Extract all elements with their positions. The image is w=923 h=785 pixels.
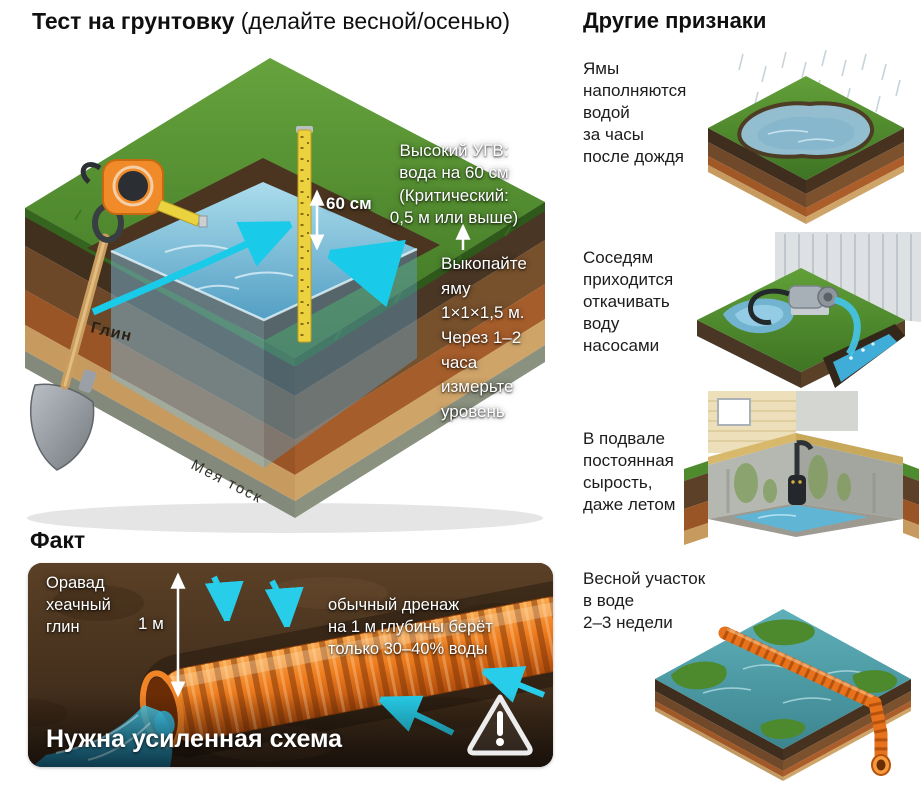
basement-floor [708, 503, 903, 537]
sign-caption-pumping: Соседям приходится откачивать воду насос… [583, 248, 674, 356]
fact-heading: Факт [30, 527, 86, 553]
page-title-normal: (делайте весной/осенью) [240, 8, 511, 34]
pond-ripples [767, 129, 835, 143]
soil-test-illustration: Глин Мея тоск [25, 58, 545, 533]
trench [823, 324, 905, 388]
page-title-bold: Тест на грунтовку [32, 8, 235, 34]
sign-caption-basement: В подвале постоянная сырость, даже летом [583, 429, 676, 515]
soil-pier-right [903, 463, 919, 539]
dig-instruction-note: Выкопайте яму 1×1×1,5 м. Через 1–2 часа … [441, 254, 527, 421]
fact-footer-gradient [28, 693, 553, 767]
fact-card: Оравад хеачный глин 1 м обычный дренаж н… [28, 563, 553, 767]
pumping-water-illustration [697, 232, 921, 388]
ruler [296, 126, 313, 343]
mold-patches [734, 455, 851, 503]
high-gwl-note: Высокий УГВ: вода на 60 см (Критический:… [389, 141, 519, 228]
damp-basement-illustration [684, 391, 919, 545]
page-title: Тест на грунтовку (делайте весной/осенью… [32, 8, 510, 35]
window [717, 398, 751, 426]
flood-water-surface [655, 609, 911, 749]
sign-caption-rain-pit: Ямы наполняются водой за часы после дожд… [583, 59, 687, 167]
tape-measure [80, 159, 208, 228]
fact-conclusion: Нужна усиленная схема [46, 725, 343, 753]
flooded-plot-illustration [655, 609, 911, 781]
basement-walls [708, 433, 903, 519]
surface-drain-pipe [718, 626, 891, 776]
rain-filled-pit-illustration [708, 50, 904, 224]
grass-patches [671, 619, 898, 739]
floor-water [733, 505, 868, 532]
sump-pump [788, 440, 814, 505]
depth-1m-label: 1 м [138, 614, 164, 633]
depth-60-label: 60 см [326, 194, 372, 213]
sign-caption-flooded: Весной участок в воде 2–3 недели [583, 569, 706, 633]
water-level-arrow-long [91, 220, 291, 316]
cube-shadow [27, 503, 543, 533]
warning-triangle-icon [467, 694, 533, 756]
fact-left-note: Оравад хеачный глин [46, 574, 111, 636]
soil-layers-right-face [295, 202, 545, 518]
surface-water-highlight [735, 304, 784, 327]
soil-pier-left [684, 461, 708, 545]
pond-shading [757, 116, 855, 150]
pump [748, 285, 861, 356]
pump-hose [748, 288, 790, 325]
water-ripples [164, 244, 294, 291]
grass-fringe-right [295, 202, 545, 367]
water-level-arrow-short [329, 254, 391, 272]
pump-outflow [833, 296, 861, 356]
drain-capacity-note: обычный дренаж на 1 м глубины берёт толь… [328, 596, 493, 658]
signs-heading: Другие признаки [583, 8, 767, 33]
